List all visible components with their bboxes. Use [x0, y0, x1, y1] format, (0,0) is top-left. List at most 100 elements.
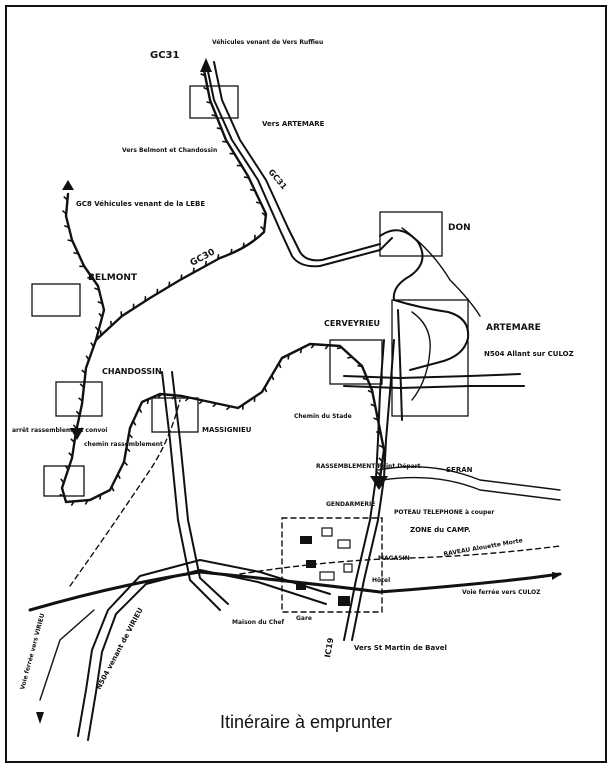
- label-gc31-top: GC31: [150, 50, 180, 61]
- camp-zone-boundary: [281, 517, 383, 613]
- route-tick: [156, 288, 159, 294]
- label-gc8-lebe: GC8 Véhicules venant de la LEBE: [76, 200, 205, 208]
- route-tick: [204, 260, 208, 267]
- label-vehicules-ruffieu: Véhicules venant de Vers Ruffieu: [212, 39, 323, 46]
- box-don: [379, 211, 443, 257]
- route-tick: [110, 320, 113, 326]
- box-top-gc31: [189, 85, 239, 119]
- label-gare: Gare: [296, 615, 312, 622]
- route-tick: [376, 471, 381, 476]
- label-massignieu: MASSIGNIEU: [202, 426, 252, 434]
- route-tick: [378, 457, 383, 462]
- label-gendarmerie: GENDARMERIE: [326, 501, 375, 508]
- route-tick: [261, 212, 267, 217]
- label-belmont: BELMONT: [88, 273, 138, 283]
- route-tick: [229, 248, 233, 254]
- route-tick: [367, 389, 373, 394]
- route-tick: [336, 346, 342, 350]
- cerveyrieu-south-road: [343, 339, 385, 641]
- railway-to-virieu: [39, 609, 95, 701]
- route-tick: [132, 420, 137, 426]
- route-tick: [373, 417, 379, 421]
- route-tick: [255, 201, 262, 205]
- route-tick: [217, 254, 220, 260]
- label-arret-rassemblement: arrêt rassemblement convoi: [12, 427, 107, 434]
- label-rassemblement: RASSEMBLEMENT Point Départ: [316, 463, 421, 470]
- label-vers-artemare: Vers ARTEMARE: [262, 120, 325, 128]
- label-vers-st-martin: Vers St Martin de Bavel: [354, 644, 447, 652]
- route-tick: [61, 209, 67, 215]
- label-cerveyrieu: CERVEYRIEU: [324, 319, 380, 328]
- route-tick: [70, 438, 75, 443]
- label-vers-belmont-chandossin: Vers Belmont et Chandossin: [122, 147, 217, 154]
- route-tick: [79, 383, 85, 388]
- route-tick: [138, 407, 143, 413]
- map-caption: Itinéraire à emprunter: [220, 712, 392, 732]
- camp-buildings: [296, 527, 353, 606]
- label-ravin-alouette: RAVEAU Alouette Morte: [443, 537, 523, 558]
- route-tick: [203, 86, 209, 91]
- route-tick: [94, 326, 100, 332]
- route-tick: [180, 274, 183, 280]
- railway-line: [28, 570, 562, 612]
- arrow-markers: [36, 58, 562, 724]
- route-tick: [123, 461, 129, 466]
- route-tick: [263, 387, 268, 393]
- label-ic19: IC19: [323, 637, 335, 659]
- route-tick: [216, 127, 222, 130]
- cerveyrieu-south-road-edge: [351, 339, 395, 641]
- label-poteau-telephone: POTEAU TELEPHONE à couper: [394, 509, 494, 516]
- route-tick: [324, 344, 330, 350]
- route-tick: [73, 251, 79, 255]
- route-tick: [278, 363, 282, 369]
- seran-road-2: [381, 476, 561, 501]
- label-zone-camp: ZONE du CAMP.: [410, 526, 471, 534]
- n504-culoz-road: [343, 373, 521, 379]
- route-tick: [84, 499, 89, 505]
- massignieu-road: [161, 371, 221, 611]
- route-tick: [168, 281, 171, 287]
- route-tick: [198, 399, 204, 405]
- route-main: [60, 68, 386, 504]
- route-tick: [200, 73, 206, 77]
- label-chemin-stade: Chemin du Stade: [294, 413, 352, 420]
- don-road-loop: [379, 229, 424, 301]
- route-tick: [212, 402, 218, 408]
- ravine-dashed-line: [239, 545, 561, 575]
- label-don: DON: [448, 223, 471, 233]
- route-tick: [75, 410, 81, 416]
- route-tick: [97, 300, 103, 305]
- route-tick: [146, 398, 150, 405]
- box-massignieu: [151, 397, 199, 433]
- gc31-road-edge: [213, 61, 381, 262]
- route-tick: [211, 114, 217, 117]
- route-tick: [260, 225, 265, 231]
- route-tick: [90, 342, 95, 348]
- artemare-road-2: [397, 309, 403, 421]
- start-point-marker: [370, 476, 388, 490]
- route-tick: [299, 348, 303, 354]
- don-road-loop-2: [401, 227, 481, 317]
- label-chemin-rassemblement: chemin rassemblement: [84, 441, 163, 448]
- route-tick: [99, 330, 102, 336]
- route-ticks: [59, 73, 384, 506]
- route-tick: [60, 478, 65, 484]
- route-tick: [110, 486, 115, 492]
- label-artemare: ARTEMARE: [486, 323, 541, 333]
- route-tick: [243, 176, 250, 179]
- box-south-west: [43, 465, 85, 497]
- route-tick: [85, 355, 90, 361]
- gc31-road: [205, 61, 393, 268]
- box-belmont-west: [31, 283, 81, 317]
- route-tick: [370, 403, 376, 408]
- halt-marker: [70, 428, 84, 440]
- route-tick: [192, 267, 195, 273]
- route-tick: [249, 188, 256, 192]
- label-maison-chef: Maison du Chef: [232, 619, 285, 626]
- route-tick: [310, 343, 316, 349]
- route-tick: [347, 356, 353, 359]
- left-dashed-line: [69, 399, 181, 587]
- route-tick: [67, 239, 73, 242]
- route-tick: [206, 101, 212, 104]
